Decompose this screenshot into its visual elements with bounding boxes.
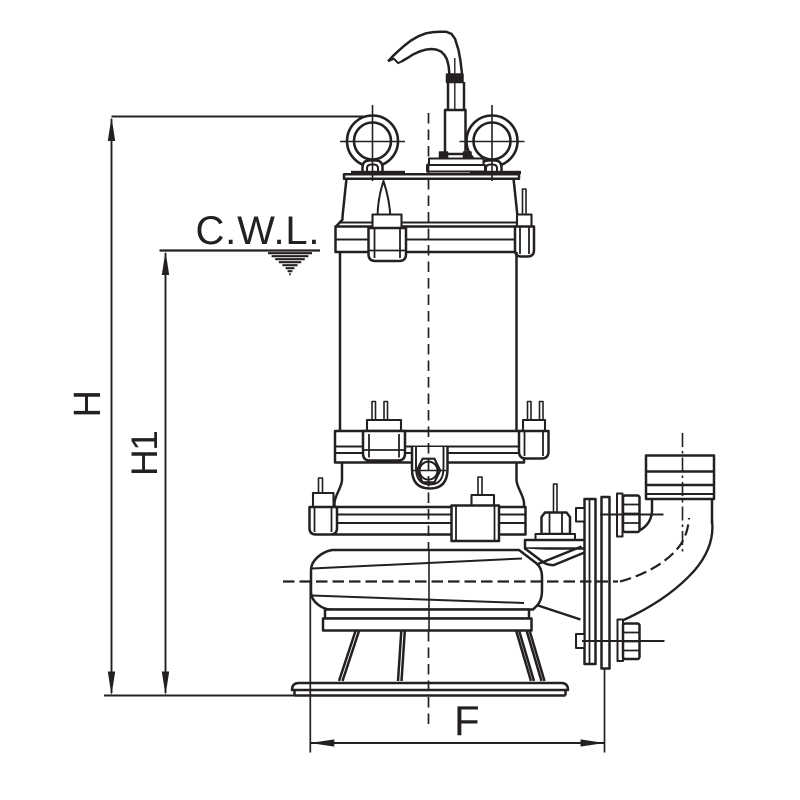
svg-text:H: H [67,390,109,417]
svg-text:C.W.L.: C.W.L. [196,209,321,253]
svg-text:F: F [454,697,480,744]
svg-text:H1: H1 [124,432,165,476]
